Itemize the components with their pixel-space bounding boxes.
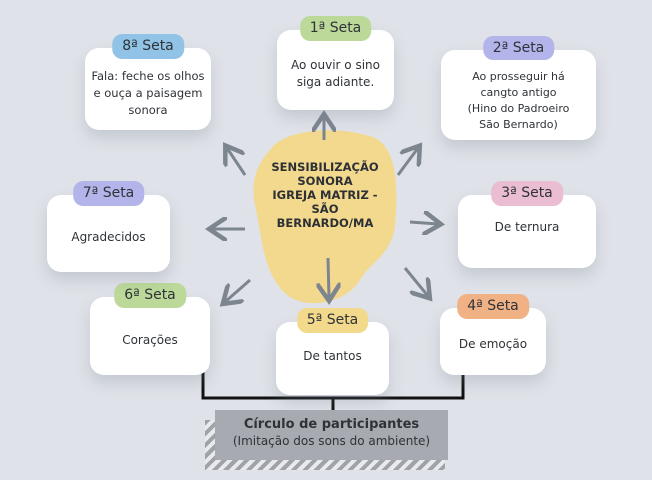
card-text: De emoção — [458, 337, 528, 351]
arrow-6 — [225, 278, 251, 302]
center-blob — [253, 130, 397, 304]
arrows — [212, 117, 438, 302]
badge-seta-1: 1ª Seta — [299, 16, 372, 41]
footer-subtitle: (Imitação dos sons do ambiente) — [232, 434, 431, 448]
card-text: Fala: feche os olhos e ouça a paisagem s… — [91, 68, 205, 117]
card-seta-3: 3ª Seta De ternura — [458, 181, 596, 268]
card-seta-1: 1ª Seta Ao ouvir o sino siga adiante. — [277, 16, 394, 110]
card-seta-5: 5ª Seta De tantos — [276, 308, 389, 395]
footer-title: Círculo de participantes — [243, 417, 420, 432]
card-seta-2: 2ª Seta Ao prosseguir há cangto antigo (… — [441, 36, 596, 140]
card-text: Agradecidos — [71, 230, 146, 244]
card-text: De ternura — [494, 220, 560, 234]
card-text: Ao ouvir o sino siga adiante. — [291, 58, 380, 89]
card-seta-8: 8ª Seta Fala: feche os olhos e ouça a pa… — [85, 34, 211, 130]
card-text: De tantos — [303, 349, 362, 363]
arrow-5 — [328, 257, 329, 298]
arrow-3 — [409, 222, 438, 224]
badge-seta-4: 4ª Seta — [457, 294, 529, 319]
badge-seta-8: 8ª Seta — [112, 34, 184, 59]
arrow-2 — [396, 148, 418, 176]
arrow-4 — [403, 267, 428, 296]
badge-seta-5: 5ª Seta — [296, 308, 369, 333]
card-seta-7: 7ª Seta Agradecidos — [47, 181, 170, 272]
card-text: Ao prosseguir há cangto antigo (Hino do … — [467, 70, 570, 131]
card-seta-4: 4ª Seta De emoção — [440, 294, 546, 375]
badge-seta-3: 3ª Seta — [491, 181, 563, 206]
badge-seta-7: 7ª Seta — [72, 181, 145, 206]
arrow-8 — [227, 148, 247, 176]
badge-seta-6: 6ª Seta — [114, 283, 186, 308]
bracket-line — [201, 368, 465, 410]
center-title: SENSIBILIZAÇÃO SONORA IGREJA MATRIZ - SÃ… — [271, 160, 379, 230]
card-seta-6: 6ª Seta Corações — [90, 283, 210, 375]
footer-box: Círculo de participantes (Imitação dos s… — [215, 410, 448, 460]
badge-seta-2: 2ª Seta — [482, 36, 555, 60]
card-text: Corações — [122, 332, 178, 347]
